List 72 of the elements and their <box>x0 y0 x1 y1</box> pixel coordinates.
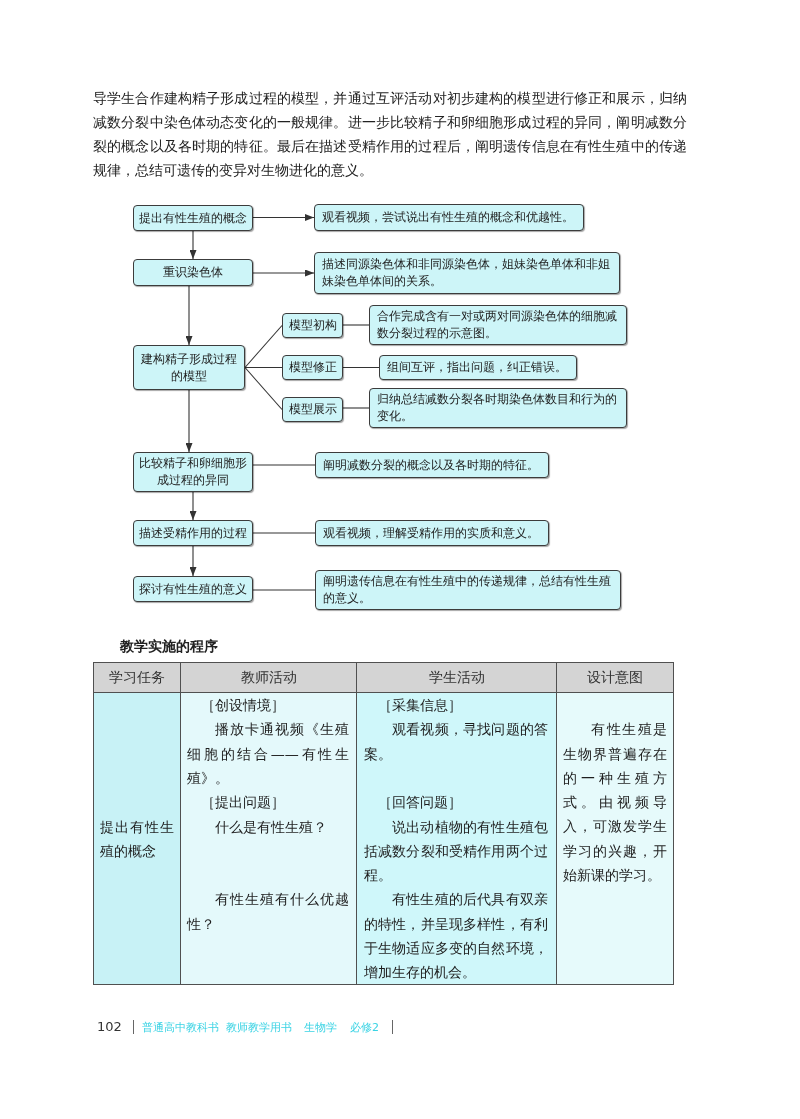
connector-line <box>342 407 370 409</box>
connector-line <box>342 366 380 369</box>
footer-text: 教师教学用书 <box>226 1020 292 1036</box>
arrow <box>252 269 315 277</box>
box-text: 归纳总结减数分裂各时期染色体数目和行为的变化。 <box>377 391 618 425</box>
cell-text: 什么是有性生殖？ <box>214 817 328 837</box>
box-text: 描述同源染色体和非同源染色体，姐妹染色单体和非姐妹染色单体间的关系。 <box>322 256 611 290</box>
box-text: 阐明减数分裂的概念以及各时期的特征。 <box>323 456 540 474</box>
description-box <box>314 204 584 231</box>
cell-text: 观看视频，寻找问题的答案。 <box>364 720 548 764</box>
connector-line <box>244 366 283 411</box>
step-box <box>133 576 253 602</box>
column-header: 设计意图 <box>556 662 674 693</box>
box-text: 观看视频，理解受精作用的实质和意义。 <box>323 524 540 542</box>
cell-text: 有性生殖是生物界普遍存在的一种生殖方式。由视频导入，可激发学生学习的兴趣，开始新课的学习。 <box>563 720 667 886</box>
cell-text: 播放卡通视频《生殖细胞的结合——有性生殖》。 <box>187 720 349 788</box>
step-box <box>133 345 245 390</box>
connector-line <box>252 532 316 534</box>
arrow <box>185 285 193 346</box>
cell-text: 说出动植物的有性生殖包括减数分裂和受精作用两个过程。 <box>364 817 548 886</box>
box-text: 比较精子和卵细胞形成过程的异同 <box>138 455 248 489</box>
sub-step-box <box>282 313 343 338</box>
column-header: 学习任务 <box>93 662 181 693</box>
footer-text: 生物学 <box>304 1020 337 1036</box>
box-text: 探讨有性生殖的意义 <box>139 580 247 598</box>
description-box <box>369 305 627 345</box>
connector-line <box>244 324 283 369</box>
footer-text: 必修2 <box>350 1020 379 1036</box>
body-paragraph: 导学生合作建构精子形成过程的模型，并通过互评活动对初步建构的模型进行修正和展示，归纳减数分裂中染色体动态变化的一般规律。进一步比较精子和卵细胞形成过程的异同，阐明减数分裂的概念以及各时期的特征。最后在描述受精作用的过程后，阐明遗传信息在有性生殖中的传递规律，总结可遗传的变异对生物进化的意义。 <box>93 89 687 180</box>
page-number: 102 <box>97 1019 122 1035</box>
box-text: 提出有性生殖的概念 <box>139 209 247 227</box>
sub-step-box <box>282 355 343 380</box>
box-text: 模型修正 <box>288 359 337 376</box>
arrow <box>185 389 193 453</box>
activity-heading: ［提出问题］ <box>200 793 286 813</box>
description-box <box>314 252 620 294</box>
connector-line <box>252 464 316 466</box>
activity-heading: ［创设情境］ <box>200 696 286 715</box>
box-text: 观看视频，尝试说出有性生殖的概念和优越性。 <box>322 209 575 226</box>
step-box <box>133 205 253 231</box>
box-text: 描述受精作用的过程 <box>139 524 247 542</box>
column-header: 学生活动 <box>356 662 557 693</box>
description-box <box>315 570 621 610</box>
step-box <box>133 520 253 546</box>
box-text: 重识染色体 <box>163 264 223 281</box>
connector-line <box>244 366 283 369</box>
arrow <box>189 491 197 521</box>
step-box <box>133 259 253 286</box>
box-text: 模型展示 <box>288 401 337 418</box>
arrow <box>189 230 197 260</box>
box-text: 组间互评，指出问题，纠正错误。 <box>387 359 568 376</box>
box-text: 模型初构 <box>288 317 337 334</box>
cell-text: 提出有性生殖的概念 <box>100 817 174 861</box>
connector-line <box>342 324 370 326</box>
box-text: 建构精子形成过程的模型 <box>140 350 238 385</box>
box-text: 合作完成含有一对或两对同源染色体的细胞减数分裂过程的示意图。 <box>377 308 618 342</box>
description-box <box>379 355 577 380</box>
column-header: 教师活动 <box>180 662 357 693</box>
activity-heading: ［采集信息］ <box>377 696 463 715</box>
cell-text: 有性生殖有什么优越性？ <box>187 890 349 934</box>
sub-step-box <box>282 397 343 422</box>
activity-heading: ［回答问题］ <box>377 793 463 813</box>
arrow <box>189 545 197 577</box>
box-text: 阐明遗传信息在有性生殖中的传递规律，总结有性生殖的意义。 <box>323 573 612 607</box>
description-box <box>315 520 549 546</box>
section-heading: 教学实施的程序 <box>120 637 218 656</box>
connector-line <box>252 589 316 591</box>
description-box <box>369 388 627 428</box>
description-box <box>315 452 549 478</box>
cell-text: 有性生殖的后代具有双亲的特性，并呈现多样性，有利于生物适应多变的自然环境，增加生存的机会。 <box>364 890 548 983</box>
arrow <box>252 214 315 221</box>
footer-text: 普通高中教科书 <box>142 1020 219 1036</box>
